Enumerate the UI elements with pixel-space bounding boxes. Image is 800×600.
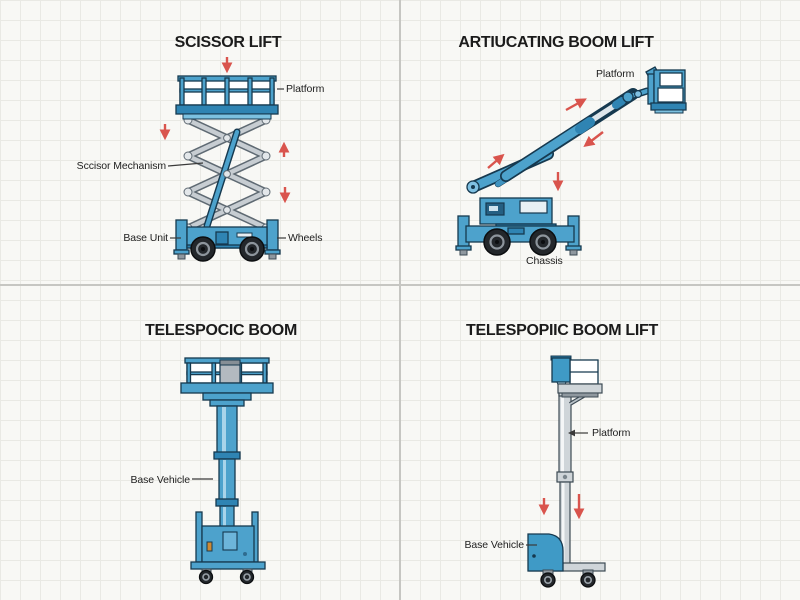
panel-telescopic-boom: TELESPOCIC BOOM [0, 284, 400, 600]
boom-arms [466, 87, 651, 194]
motion-arrows [538, 494, 585, 520]
lift-basket [550, 355, 603, 398]
label-platform: Platform [592, 427, 631, 439]
articulating-boom-lift-drawing [455, 66, 687, 256]
mast-base-vehicle [190, 511, 266, 585]
quadrant-divider-horizontal [0, 284, 800, 286]
leader-lines [167, 88, 286, 239]
motion-arrows [487, 98, 604, 192]
caster-wheels [198, 569, 255, 585]
quadrant-divider-vertical [399, 0, 401, 600]
scissor-base-unit [173, 219, 281, 262]
caster-wheels [540, 572, 596, 588]
vertical-mast [556, 389, 594, 567]
label-base-unit: Base Unit [123, 232, 168, 244]
panel-title-articulating-boom-lift: ARTIUCATING BOOM LIFT [458, 34, 654, 51]
telescopic-boom-drawing [180, 357, 274, 585]
boom-chassis [455, 197, 582, 256]
label-base-vehicle: Base Vehicle [130, 474, 190, 486]
scissor-lift-drawing [159, 57, 291, 262]
lift-base-vehicle [527, 533, 606, 588]
label-platform: Platform [596, 68, 635, 80]
telescoping-mast [213, 405, 241, 545]
panel-title-telescopic-boom-lift: TELESPOPIIC BOOM LIFT [466, 322, 658, 339]
telescopic-boom-lift-drawing [526, 355, 606, 588]
leader-lines [526, 429, 588, 546]
panel-telescopic-boom-lift: TELESPOPIIC BOOM LIFT [400, 284, 800, 600]
scissor-mechanism [183, 115, 271, 233]
scissor-platform [175, 75, 279, 120]
label-base-vehicle: Base Vehicle [464, 539, 524, 551]
motion-arrows [159, 57, 291, 204]
label-wheels: Wheels [288, 232, 323, 244]
scissor-wheels [190, 236, 265, 262]
label-chassis: Chassis [526, 255, 563, 267]
panel-title-telescopic-boom: TELESPOCIC BOOM [145, 322, 297, 339]
boom-wheels [483, 228, 557, 256]
label-platform: Platform [286, 83, 325, 95]
panel-scissor-lift: SCISSOR LIFT [0, 0, 400, 284]
boom-basket [645, 66, 687, 114]
mast-platform [180, 357, 274, 407]
label-scissor-mechanism: Sccisor Mechanism [76, 160, 166, 172]
panel-title-scissor-lift: SCISSOR LIFT [174, 34, 282, 51]
panel-articulating-boom-lift: ARTIUCATING BOOM LIFT [400, 0, 800, 284]
